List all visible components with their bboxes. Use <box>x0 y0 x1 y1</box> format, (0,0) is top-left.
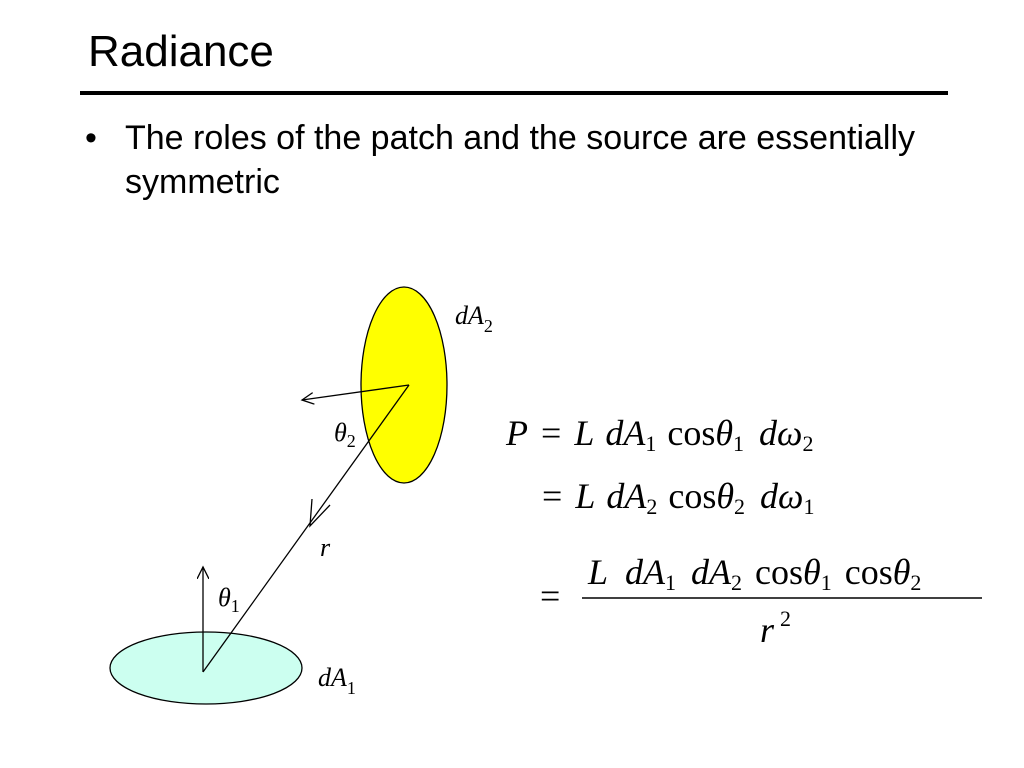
equation-line-1: P = L dA1 cosθ1 dω2 <box>505 413 813 459</box>
theta-2-label: θ2 <box>334 418 356 451</box>
equation-block: P = L dA1 cosθ1 dω2 = L dA2 cosθ2 dω1 = … <box>505 413 982 650</box>
theta-1-label: θ1 <box>218 583 240 616</box>
equation-line-3-equals: = <box>540 576 560 616</box>
patch-2-label: dA2 <box>455 301 493 336</box>
normal-2-arrow <box>302 384 410 400</box>
ray-line <box>202 384 410 673</box>
equation-line-3-numerator: L dA1 dA2 cosθ1 cosθ2 <box>587 552 921 598</box>
ray-arrowhead <box>309 498 331 528</box>
bullet-dot: • <box>85 119 97 157</box>
patch-1-label: dA1 <box>318 663 356 698</box>
r-label: r <box>320 533 331 562</box>
patch-2-ellipse <box>360 286 448 484</box>
equation-line-2: = L dA2 cosθ2 dω1 <box>542 476 814 522</box>
bullet-text: The roles of the patch and the source ar… <box>125 119 916 201</box>
slide-title: Radiance <box>88 27 274 76</box>
title-divider <box>80 91 948 95</box>
